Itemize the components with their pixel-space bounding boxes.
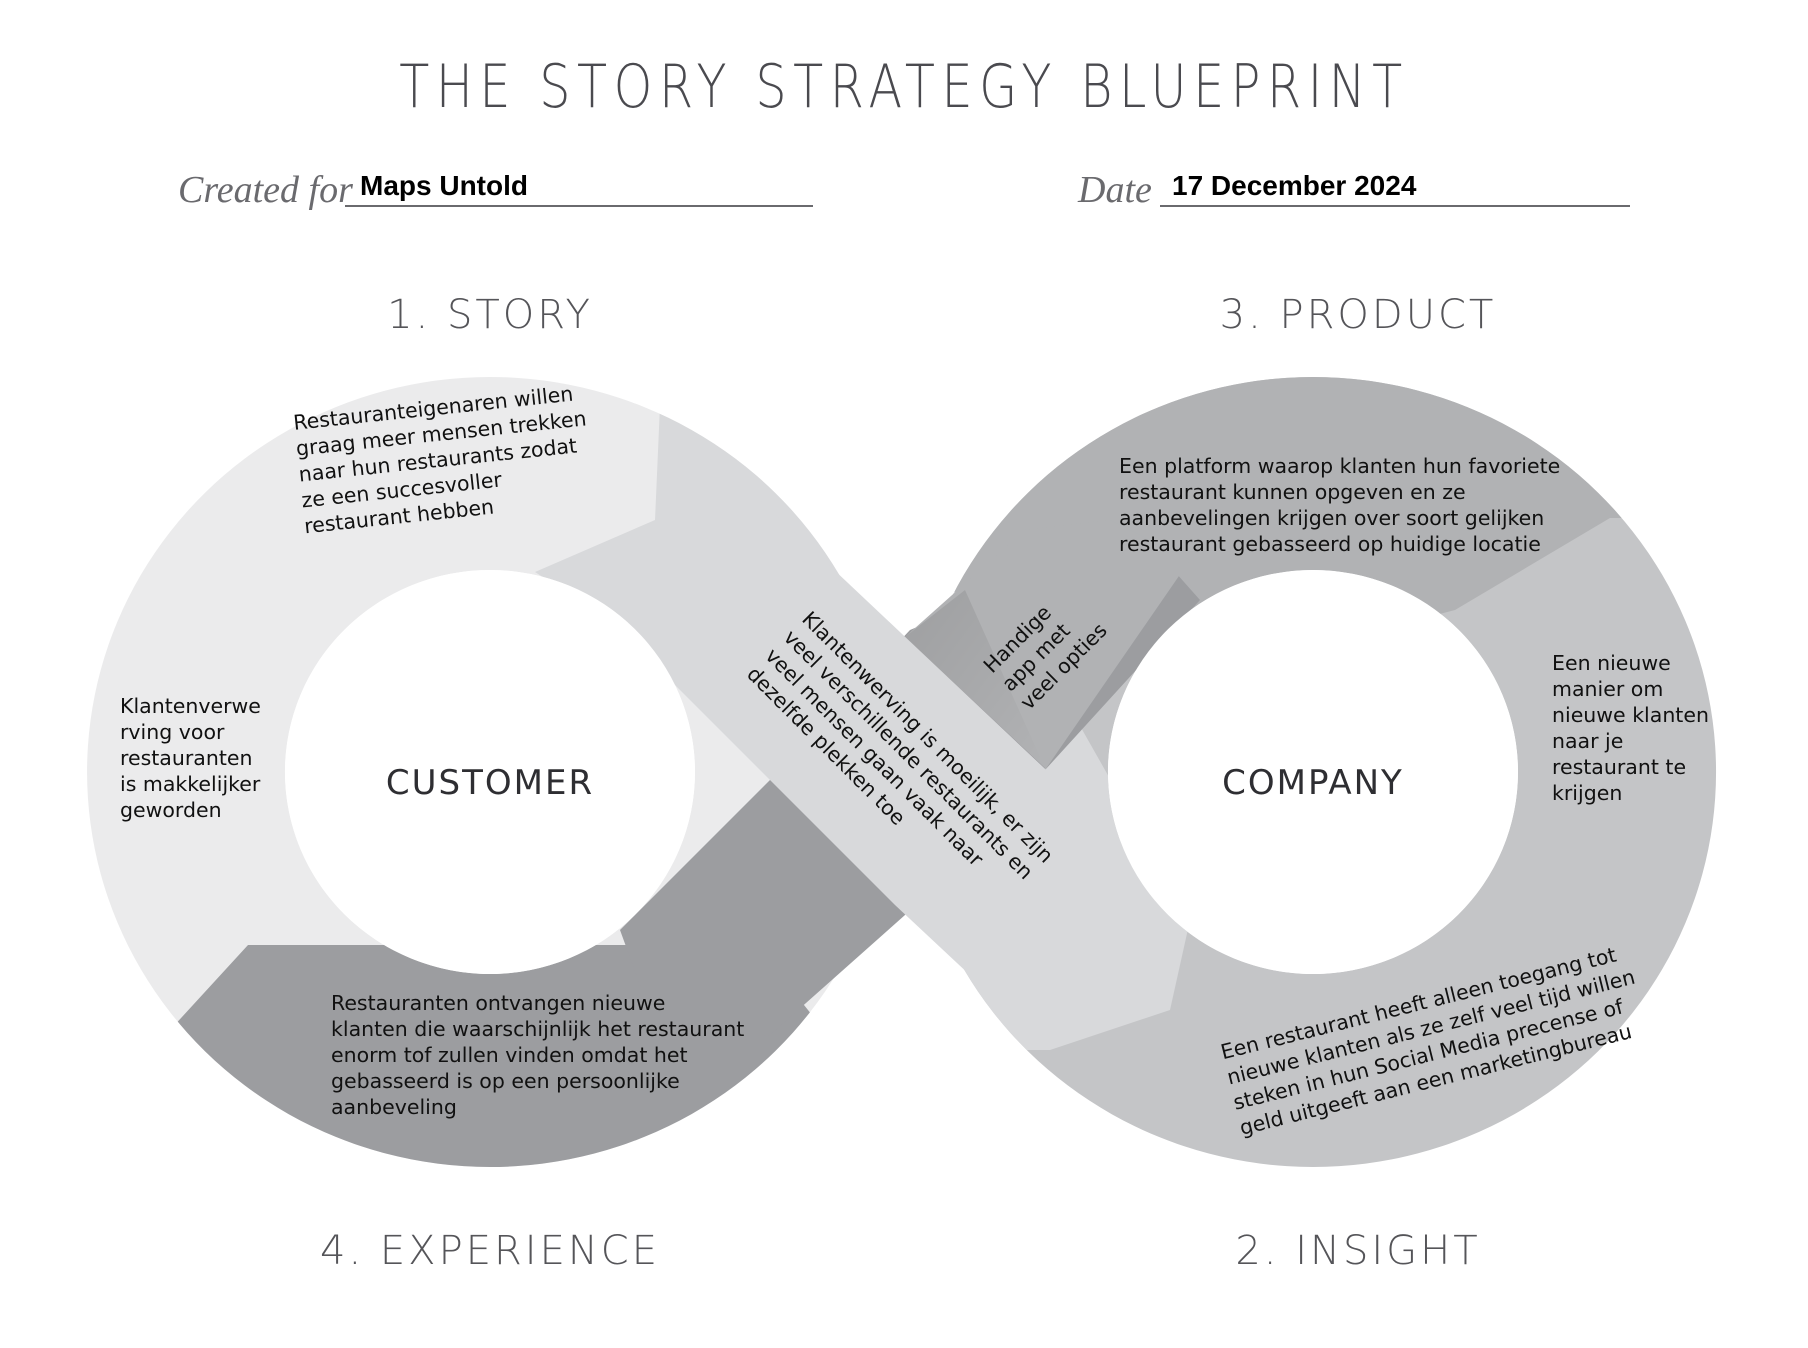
company-center-label: COMPANY (1222, 763, 1404, 803)
date-field[interactable]: 17 December 2024 (1172, 170, 1417, 201)
created-for-field[interactable]: Maps Untold (360, 170, 528, 201)
section-story-label: 1. STORY (387, 292, 593, 338)
date-underline (1160, 205, 1630, 207)
customer-center-label: CUSTOMER (385, 763, 595, 803)
section-experience-label: 4. EXPERIENCE (320, 1228, 660, 1274)
customer-hole (285, 570, 695, 974)
date-label: Date (1078, 169, 1152, 211)
story-left-text[interactable]: Klantenverwe rving voor restauranten is … (120, 694, 261, 822)
page-title: THE STORY STRATEGY BLUEPRINT (399, 52, 1409, 122)
experience-bottom-text[interactable]: Restauranten ontvangen nieuwe klanten di… (331, 991, 745, 1119)
section-product-label: 3. PRODUCT (1219, 292, 1497, 338)
company-hole (1108, 570, 1518, 974)
product-band (905, 520, 1190, 770)
created-for-label: Created for (178, 169, 353, 211)
product-band-shadow (905, 590, 1045, 770)
section-insight-label: 2. INSIGHT (1235, 1228, 1481, 1274)
product-top-text[interactable]: Een platform waarop klanten hun favoriet… (1119, 454, 1561, 556)
created-for-underline (345, 205, 813, 207)
insight-right-text[interactable]: Een nieuwe manier om nieuwe klanten naar… (1552, 651, 1709, 805)
crossing-band (620, 500, 1200, 1050)
